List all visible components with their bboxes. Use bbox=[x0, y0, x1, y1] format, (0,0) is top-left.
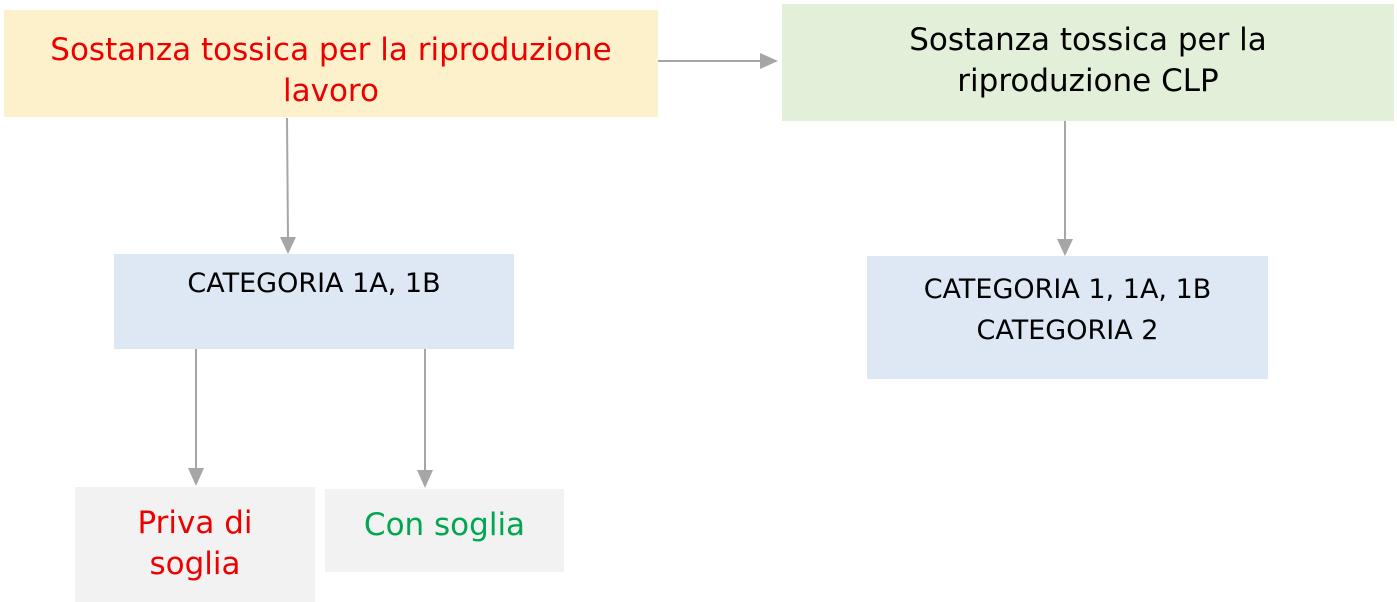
node-clp-line-1: Sostanza tossica per la bbox=[909, 22, 1267, 58]
node-categoria-clp: CATEGORIA 1, 1A, 1B CATEGORIA 2 bbox=[867, 256, 1268, 379]
arrow-categoria-to-priva-soglia bbox=[188, 346, 204, 486]
node-con-soglia: Con soglia bbox=[325, 489, 564, 572]
node-categoria-clp-line-2: CATEGORIA 2 bbox=[976, 314, 1159, 346]
node-categoria-clp-line-1: CATEGORIA 1, 1A, 1B bbox=[923, 274, 1212, 305]
node-lavoro-line-2: lavoro bbox=[283, 72, 379, 109]
node-categoria-lavoro-line-1: CATEGORIA 1A, 1B bbox=[187, 268, 441, 299]
node-sostanza-tossica-lavoro: Sostanza tossica per la riproduzione lav… bbox=[4, 10, 658, 117]
arrow-clp-to-categoria bbox=[1057, 121, 1073, 256]
node-lavoro-line-1: Sostanza tossica per la riproduzione bbox=[50, 32, 612, 68]
arrow-lavoro-to-clp bbox=[658, 53, 778, 69]
arrow-lavoro-to-categoria bbox=[280, 117, 296, 254]
node-con-soglia-line-1: Con soglia bbox=[363, 507, 526, 543]
node-priva-di-soglia: Priva di soglia bbox=[75, 487, 315, 602]
node-priva-line-2: soglia bbox=[149, 545, 241, 582]
node-priva-line-1: Priva di bbox=[137, 505, 253, 541]
node-clp-line-2: riproduzione CLP bbox=[957, 62, 1219, 99]
node-sostanza-tossica-clp: Sostanza tossica per la riproduzione CLP bbox=[782, 4, 1394, 121]
node-categoria-lavoro: CATEGORIA 1A, 1B bbox=[114, 254, 514, 349]
arrow-categoria-to-con-soglia bbox=[417, 349, 433, 488]
